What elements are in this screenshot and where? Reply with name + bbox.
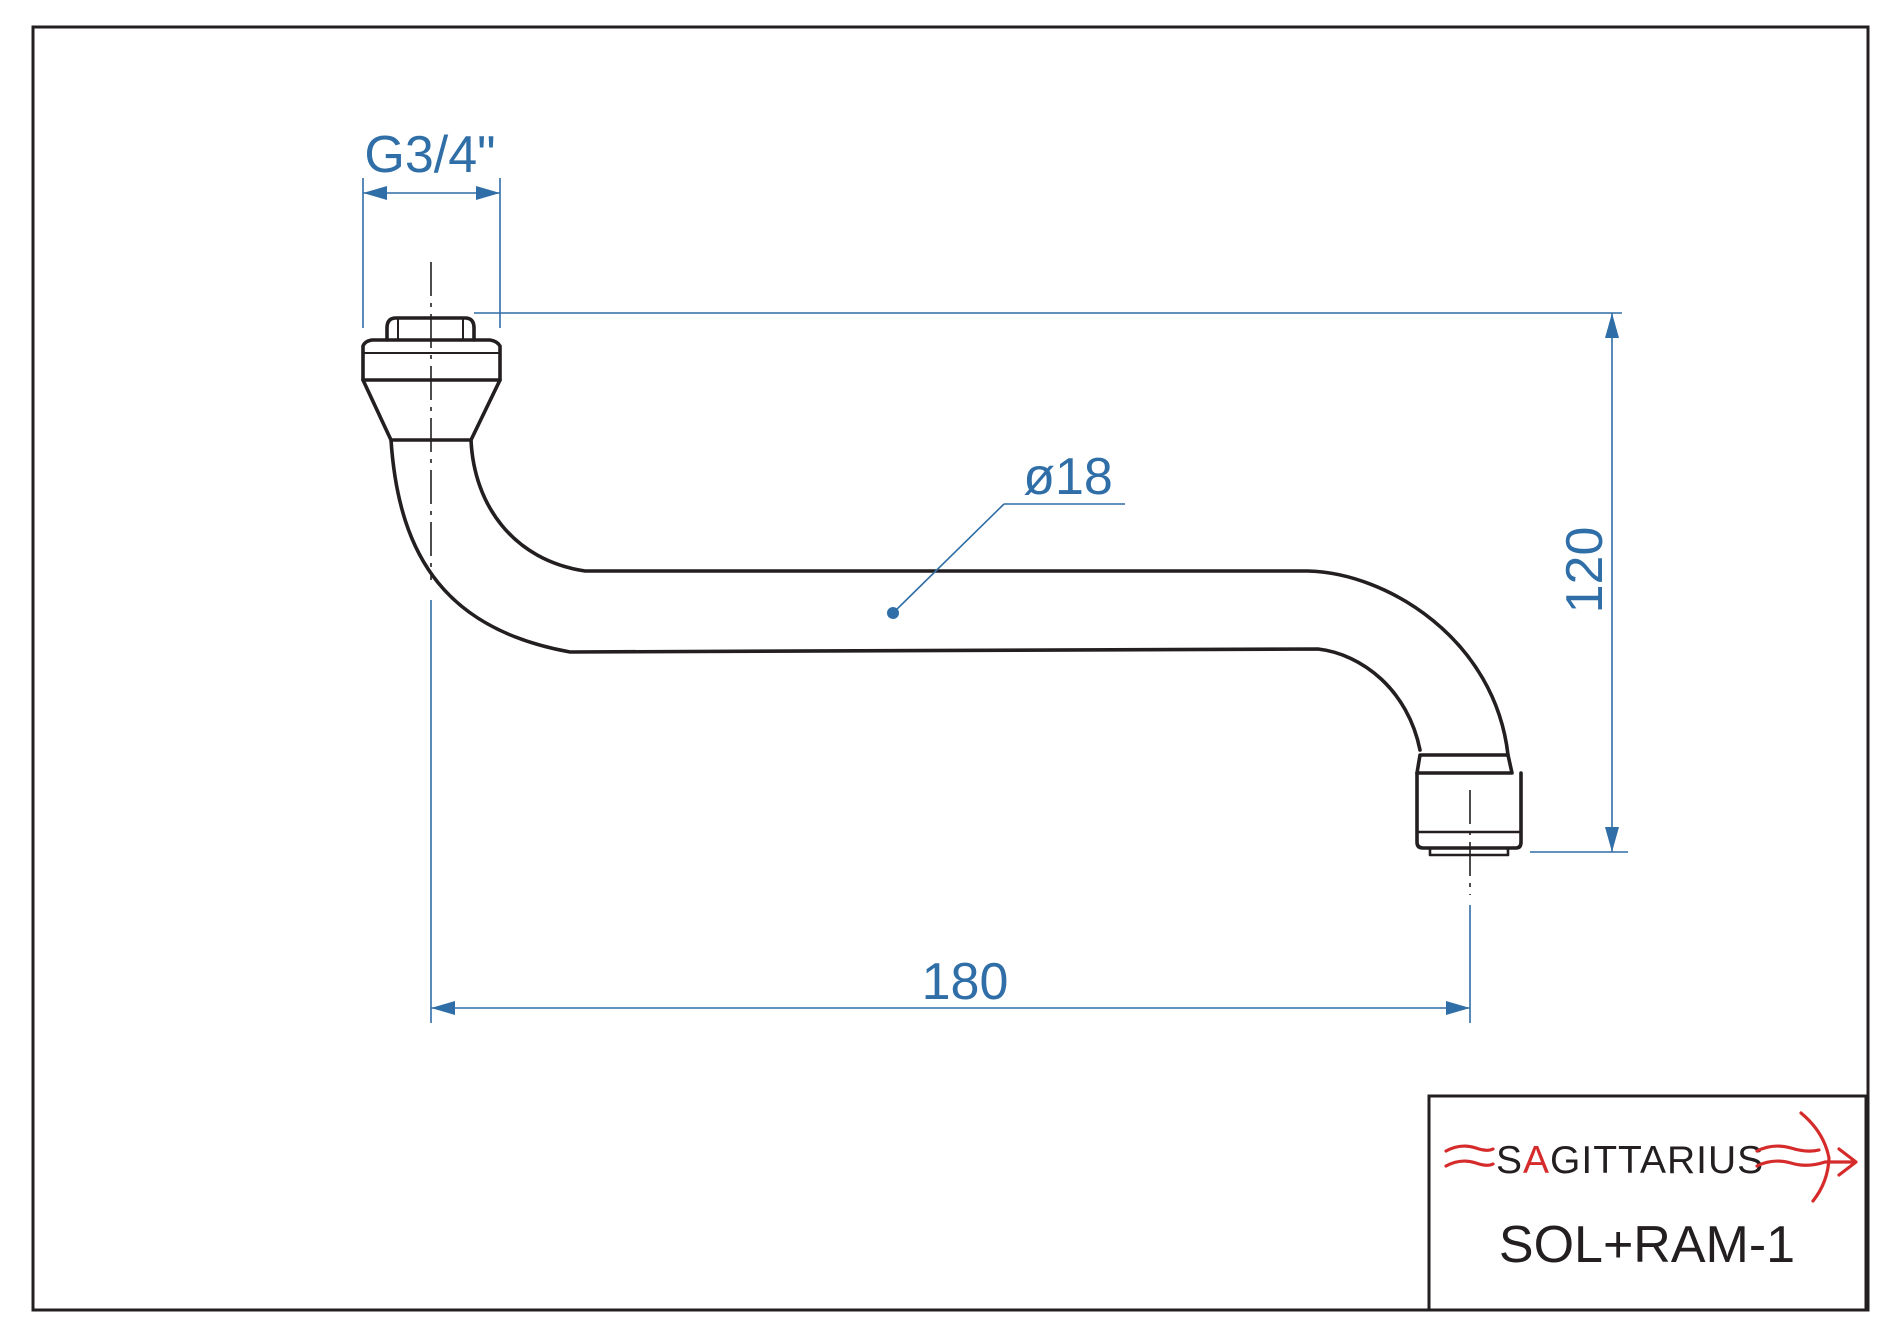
outlet-aerator [1415,771,1523,850]
hex-nut [361,338,502,382]
sagittarius-arrow-logo-icon [1755,1111,1858,1203]
thread-dimension: G3/4" [362,126,501,328]
height-label: 120 [1556,527,1614,614]
brand-name: SAGITTARIUS [1496,1139,1764,1182]
leader-line [892,503,1005,614]
sheet-frame [31,25,1870,1312]
brand-suffix: GITTARIUS [1550,1139,1764,1182]
outlet-collar [1415,753,1514,775]
arrowhead [431,1001,455,1015]
arrowhead [1605,313,1619,338]
aerator-tip [1428,846,1510,857]
arrowhead [476,186,500,200]
brand-prefix: S [1496,1139,1523,1182]
pipe-outer-wall [389,438,1422,752]
length-label: 180 [922,953,1009,1011]
arrowhead [363,186,387,200]
length-dimension: 180 [430,600,1471,1023]
wave-icon [1444,1144,1495,1168]
pipe-inner-wall [469,438,1510,757]
spout-outline [361,316,1523,857]
title-block-frame [1427,1094,1868,1312]
title-block: SAGITTARIUS SOL+RAM-1 [1427,1094,1868,1312]
diameter-leader: ø18 [887,448,1125,619]
brand-accent-letter: A [1523,1139,1550,1182]
arrowhead [1605,827,1619,852]
diameter-label: ø18 [1023,448,1113,506]
arrowhead [1446,1001,1470,1015]
thread-label: G3/4" [364,126,495,184]
height-dimension: 120 [474,312,1628,853]
model-code: SOL+RAM-1 [1499,1216,1795,1274]
